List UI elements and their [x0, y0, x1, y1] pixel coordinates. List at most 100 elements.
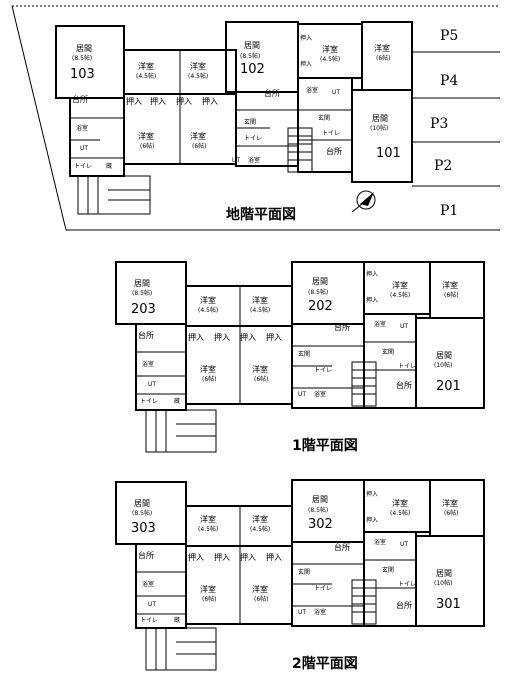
room-size: (8.5帖) — [308, 506, 328, 514]
room-label: 浴室 — [142, 360, 154, 368]
room-size: (6帖) — [444, 509, 459, 517]
room-label: UT — [298, 609, 306, 616]
unit-number: 103 — [70, 67, 95, 82]
site-boundary — [11, 5, 500, 231]
first-floor-plan — [115, 261, 485, 453]
room-label: 押入 — [240, 332, 256, 342]
room-label: 洋室 — [442, 280, 458, 290]
room-label: 居間 — [134, 279, 150, 288]
room-label: 台所 — [72, 94, 88, 104]
room-label: 玄関 — [298, 568, 310, 576]
room-label: 洋室 — [200, 295, 216, 305]
room-label: 居間 — [312, 495, 328, 504]
room-label: UT — [400, 323, 408, 330]
room-label: 洋室 — [322, 44, 338, 54]
room-label: 浴室 — [142, 580, 154, 588]
north-arrow-icon — [351, 190, 376, 213]
unit-301-service — [363, 531, 417, 627]
room-size: (10帖) — [434, 361, 452, 369]
room-label: 洋室 — [392, 280, 408, 290]
room-label: 玄関 — [318, 114, 330, 122]
room-label: 洋室 — [190, 131, 206, 141]
room-size: (8.5帖) — [240, 52, 260, 60]
room-label: 居間 — [134, 499, 150, 508]
room-label: 台所 — [396, 600, 412, 610]
room-label: 居間 — [436, 569, 452, 578]
room-label: 浴室 — [374, 538, 386, 546]
unit-101-living — [351, 89, 413, 183]
room-label: 押入 — [366, 296, 378, 304]
room-size: (4.5帖) — [390, 291, 410, 299]
room-label: 蔵 — [106, 162, 112, 170]
room-label: 台所 — [326, 146, 342, 156]
room-label: 台所 — [138, 330, 154, 340]
room-label: UT — [148, 381, 156, 388]
room-size: (6帖) — [254, 595, 269, 603]
basement-plan — [11, 5, 500, 231]
room-label: トイレ — [140, 617, 158, 624]
room-label: トイレ — [322, 130, 340, 137]
room-size: (10帖) — [434, 579, 452, 587]
unit-101-service — [297, 77, 353, 173]
room-size: (8.5帖) — [132, 509, 152, 517]
room-size: (8.5帖) — [132, 289, 152, 297]
room-label: 押入 — [150, 96, 166, 106]
room-size: (4.5帖) — [390, 509, 410, 517]
parking-lines — [412, 51, 500, 187]
room-label: UT — [232, 157, 240, 164]
room-size: (6帖) — [192, 142, 207, 150]
room-label: 押入 — [214, 552, 230, 562]
unit-number: 203 — [131, 302, 156, 317]
unit-number: 102 — [240, 62, 265, 77]
room-label: 押入 — [126, 96, 142, 106]
room-size: (8.5帖) — [72, 54, 92, 62]
room-label: UT — [298, 391, 306, 398]
room-label: 洋室 — [252, 364, 268, 374]
room-size: (10帖) — [370, 124, 388, 132]
room-label: 押入 — [366, 490, 378, 498]
unit-number: 202 — [308, 299, 333, 314]
unit-201-service — [363, 313, 417, 409]
room-label: 玄関 — [298, 350, 310, 358]
room-size: (8.5帖) — [308, 288, 328, 296]
room-label: UT — [400, 541, 408, 548]
room-size: (4.5帖) — [320, 55, 340, 63]
parking-label: P1 — [440, 203, 458, 219]
room-label: 押入 — [214, 332, 230, 342]
room-label: 洋室 — [442, 498, 458, 508]
room-label: 浴室 — [314, 390, 326, 398]
unit-number: 101 — [376, 146, 401, 161]
room-size: (4.5帖) — [250, 306, 270, 314]
room-label: 押入 — [366, 516, 378, 524]
room-label: UT — [148, 601, 156, 608]
room-label: 台所 — [138, 550, 154, 560]
room-label: 押入 — [176, 96, 192, 106]
unit-number: 303 — [131, 521, 156, 536]
unit-102-service — [235, 91, 299, 167]
room-label: 押入 — [188, 552, 204, 562]
parking-label: P3 — [430, 116, 448, 132]
room-size: (6帖) — [376, 54, 391, 62]
stairs-first-left — [145, 409, 217, 453]
room-label: 浴室 — [76, 124, 88, 132]
room-label: 居間 — [436, 351, 452, 360]
room-label: 浴室 — [314, 608, 326, 616]
unit-number: 302 — [308, 517, 333, 532]
unit-203-western-top — [185, 285, 293, 327]
room-label: 浴室 — [374, 320, 386, 328]
room-size: (4.5帖) — [250, 525, 270, 533]
room-size: (4.5帖) — [198, 306, 218, 314]
room-size: (6帖) — [444, 291, 459, 299]
room-label: 居間 — [76, 44, 92, 53]
unit-301-western-right — [429, 479, 485, 537]
room-label: 居間 — [372, 114, 388, 123]
room-label: 洋室 — [200, 364, 216, 374]
room-label: トイレ — [398, 363, 416, 370]
room-label: 蔵 — [174, 616, 180, 624]
room-label: 押入 — [366, 270, 378, 278]
room-label: 押入 — [300, 60, 312, 68]
room-label: 洋室 — [374, 43, 390, 53]
room-size: (4.5帖) — [136, 72, 156, 80]
room-label: トイレ — [244, 135, 262, 142]
second-floor-plan — [115, 479, 485, 671]
